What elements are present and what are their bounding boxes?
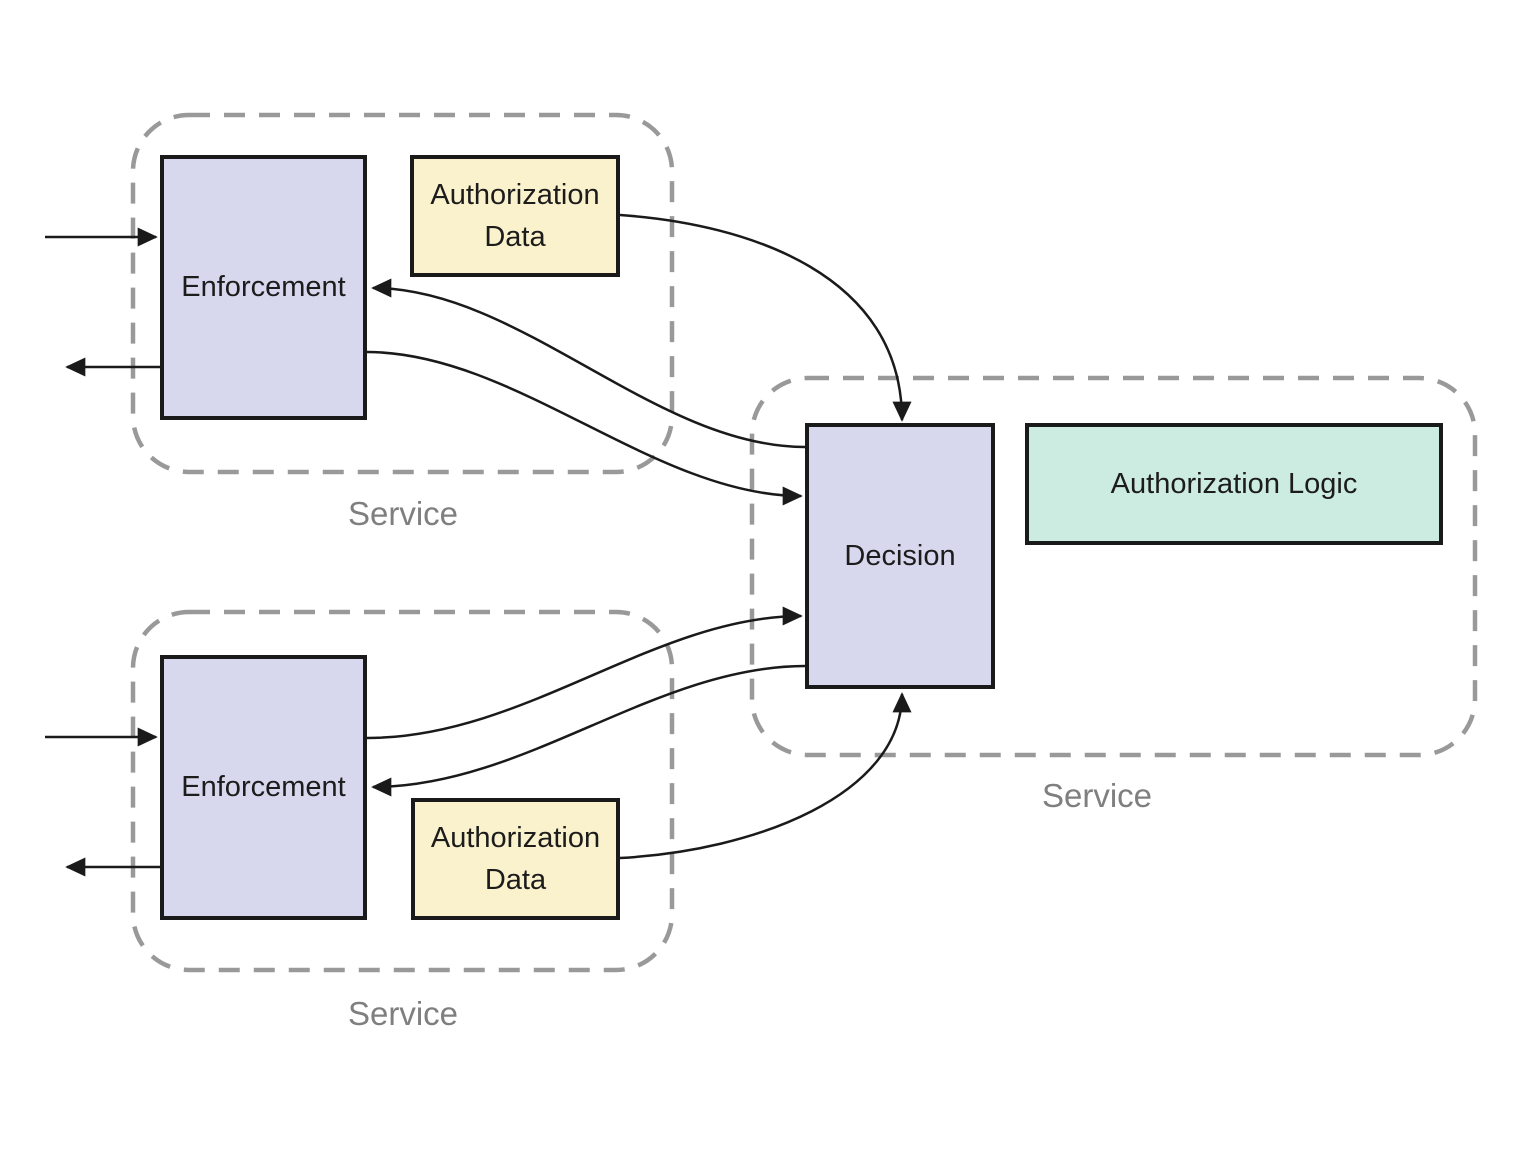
edge-authdata-top-to-decision-arrow (619, 213, 912, 422)
node-authorization-data-top-label: Authorization Data (430, 178, 600, 253)
edge-decision-to-enforcement-bottom-arrow (371, 664, 806, 797)
edge-decision-to-enforcement-top-arrow (371, 278, 806, 449)
group-service-bottom-label: Service (347, 995, 459, 1032)
group-service-right-label: Service (1041, 777, 1153, 814)
node-enforcement-top: Enforcement (160, 155, 367, 420)
node-authorization-data-bottom-label: Authorization Data (430, 821, 601, 896)
node-enforcement-top-label: Enforcement (181, 271, 346, 304)
group-service-bottom-border (130, 609, 675, 973)
group-service-top-border (130, 112, 675, 475)
node-authorization-data-top: Authorization Data (410, 155, 620, 277)
edge-enforcement-top-to-decision-arrow (366, 350, 803, 506)
edge-enforcement-bottom-to-decision-arrow (366, 606, 803, 740)
edge-authdata-bottom-to-decision-arrow (619, 692, 912, 860)
node-enforcement-bottom: Enforcement (160, 655, 367, 920)
node-decision-label: Decision (844, 539, 956, 572)
group-service-top-label: Service (347, 495, 459, 532)
node-authorization-logic: Authorization Logic (1025, 423, 1443, 545)
node-authorization-data-bottom: Authorization Data (411, 798, 620, 920)
node-decision: Decision (805, 423, 995, 689)
node-authorization-logic-label: Authorization Logic (1110, 467, 1358, 500)
node-enforcement-bottom-label: Enforcement (181, 771, 346, 804)
